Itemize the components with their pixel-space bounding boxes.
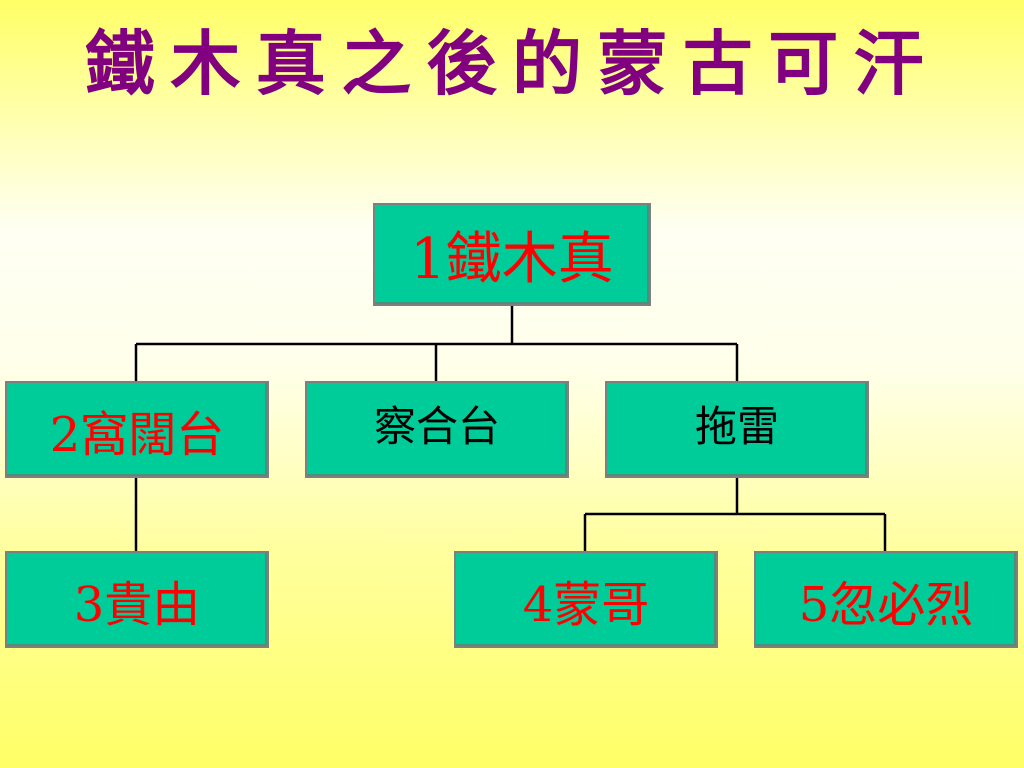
node-guyuk: 3貴由 [5,551,269,648]
node-chagatai-label: 察合台 [373,402,500,451]
node-guyuk-label: 3貴由 [73,576,201,633]
node-ogedei-label: 2窩闊台 [49,406,225,463]
node-temujin: 1鐵木真 [373,203,651,306]
node-kublai: 5忽必烈 [754,551,1018,648]
node-ogedei: 2窩闊台 [5,381,269,478]
node-chagatai: 察合台 [305,381,569,478]
node-tolui-label: 拖雷 [694,402,779,451]
node-temujin-label: 1鐵木真 [410,227,614,292]
node-mongke-label: 4蒙哥 [522,576,650,633]
node-tolui: 拖雷 [605,381,869,478]
node-kublai-label: 5忽必烈 [798,576,974,633]
node-mongke: 4蒙哥 [454,551,718,648]
page-title: 鐵木真之後的蒙古可汗 [85,22,939,105]
